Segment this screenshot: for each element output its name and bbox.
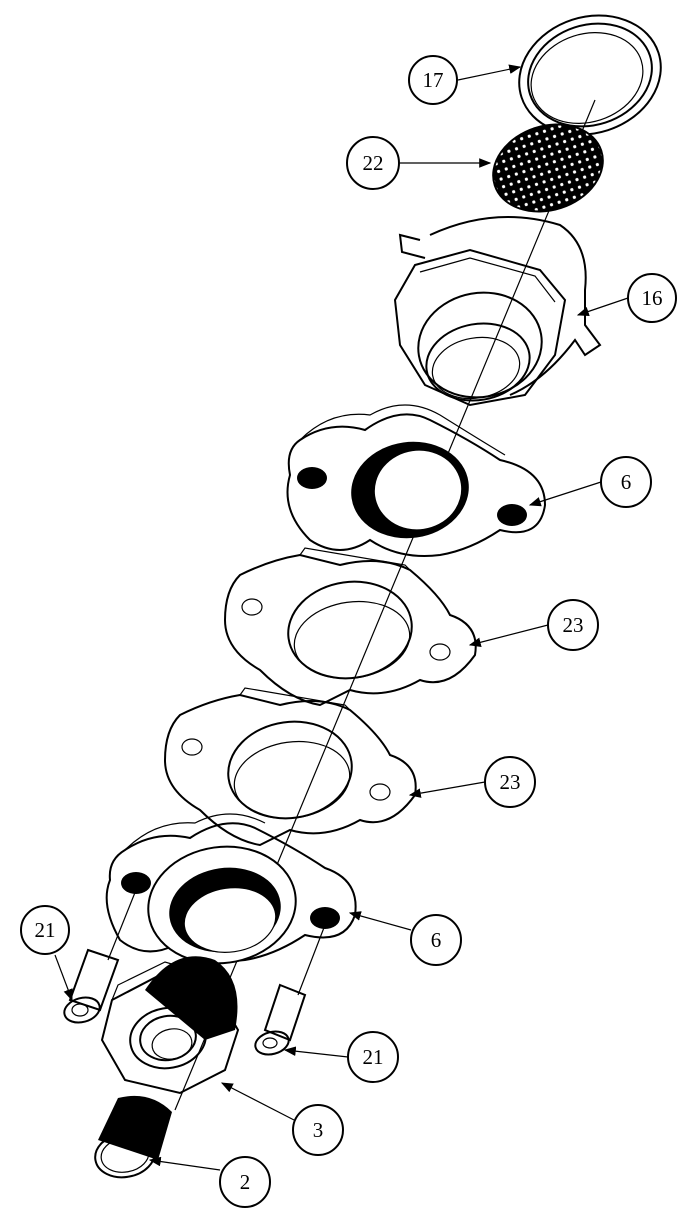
callout-23-lower: 23 (484, 756, 536, 808)
callout-21-left-label: 21 (35, 918, 56, 942)
leader-6a (528, 481, 602, 507)
callout-3: 3 (292, 1104, 344, 1156)
part-21-screw-right (254, 924, 326, 1056)
callout-6-upper: 6 (600, 456, 652, 508)
callout-6-lower-label: 6 (431, 928, 442, 952)
callout-2-label: 2 (240, 1170, 251, 1194)
part-23-gasket-lower (163, 687, 417, 847)
leader-2 (148, 1156, 221, 1171)
part-23-gasket-upper (223, 547, 477, 707)
leader-23a (468, 624, 549, 647)
callout-6-upper-label: 6 (621, 470, 632, 494)
leader-21a (54, 954, 73, 1002)
part-16-housing (393, 216, 602, 407)
leader-6b (348, 911, 412, 931)
callout-3-label: 3 (313, 1118, 324, 1142)
part-21-screw-left (63, 889, 137, 1024)
callout-17: 17 (408, 55, 458, 105)
callout-23-upper-label: 23 (563, 613, 584, 637)
callout-21-right-label: 21 (363, 1045, 384, 1069)
leader-23b (408, 781, 486, 798)
part-6-flange-upper (286, 404, 547, 557)
callout-2: 2 (219, 1156, 271, 1208)
callout-22: 22 (346, 136, 400, 190)
callout-17-label: 17 (423, 68, 444, 92)
callout-23-lower-label: 23 (500, 770, 521, 794)
callout-21-right: 21 (347, 1031, 399, 1083)
part-17-ring (518, 14, 662, 136)
callout-16-label: 16 (642, 286, 663, 310)
part-2-pipe-nipple (94, 1095, 172, 1179)
leader-3 (220, 1082, 295, 1121)
part-3-hex-nut (100, 956, 240, 1095)
leader-lines (54, 64, 629, 1171)
callout-16: 16 (627, 273, 677, 323)
callout-21-left: 21 (20, 905, 70, 955)
part-22-mesh-screen (492, 123, 604, 213)
leader-21b (283, 1046, 349, 1058)
leader-17 (457, 64, 522, 81)
callout-22-label: 22 (363, 151, 384, 175)
callout-6-lower: 6 (410, 914, 462, 966)
callout-23-upper: 23 (547, 599, 599, 651)
part-6-flange-lower (105, 813, 357, 965)
leader-16 (576, 297, 629, 317)
